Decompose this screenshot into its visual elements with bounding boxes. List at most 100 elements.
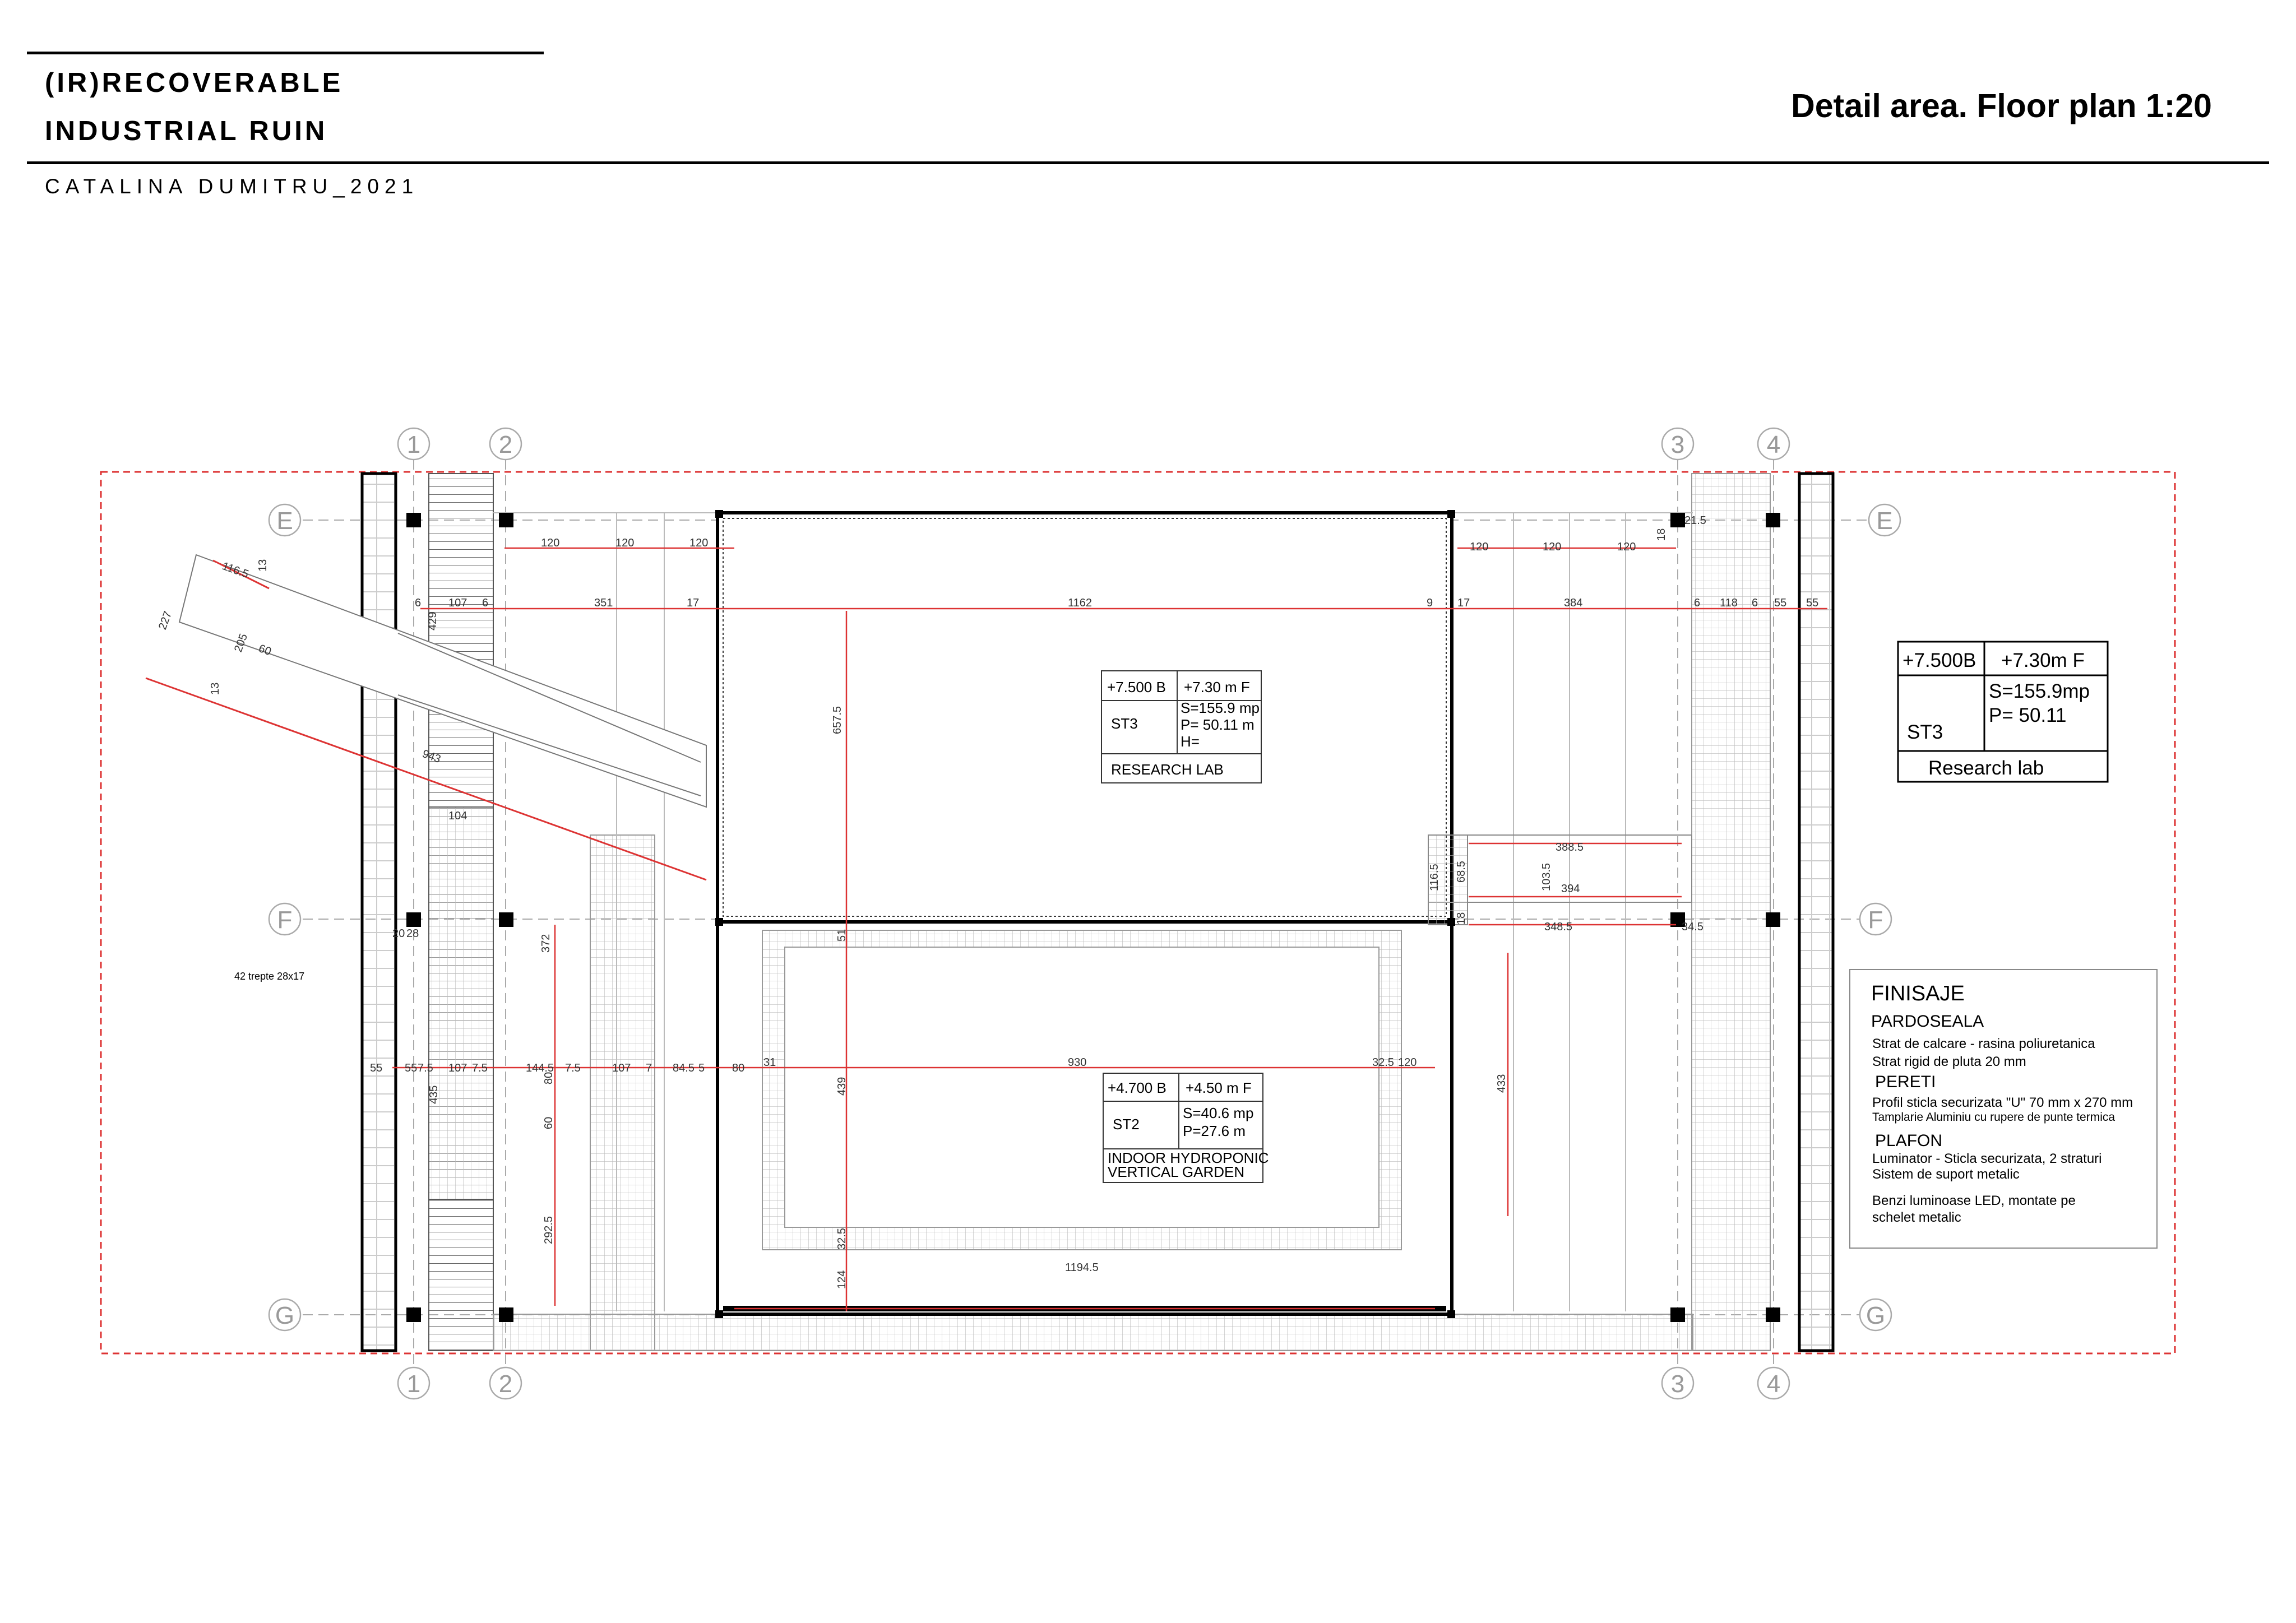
svg-text:7.5: 7.5	[418, 1062, 433, 1074]
grid-col-1-bottom: 1	[407, 1370, 420, 1398]
svg-text:60: 60	[543, 1117, 555, 1129]
research-lab-room	[716, 511, 1453, 924]
grid-col-1-top: 1	[407, 431, 420, 458]
header-main-rule	[27, 161, 2269, 164]
grid-bubbles	[268, 427, 1901, 1400]
svg-text:Strat de calcare - rasina poli: Strat de calcare - rasina poliuretanica	[1872, 1036, 2095, 1051]
svg-text:9: 9	[1427, 597, 1433, 609]
svg-text:+7.500 B: +7.500 B	[1107, 679, 1166, 695]
svg-text:1162: 1162	[1068, 597, 1092, 609]
svg-text:292.5: 292.5	[543, 1216, 555, 1244]
svg-text:Profil sticla securizata "U" 7: Profil sticla securizata "U" 70 mm x 270…	[1872, 1095, 2133, 1110]
grid-row-g-right: G	[1866, 1302, 1885, 1329]
svg-text:348.5: 348.5	[1544, 921, 1572, 933]
svg-text:32.5: 32.5	[1372, 1056, 1394, 1069]
grid-col-2-bottom: 2	[499, 1370, 512, 1398]
svg-text:1194.5: 1194.5	[1065, 1262, 1099, 1274]
svg-text:13: 13	[209, 683, 221, 695]
svg-text:28: 28	[406, 928, 419, 940]
svg-text:7.5: 7.5	[565, 1062, 581, 1074]
svg-text:429: 429	[427, 612, 439, 630]
dim-top-120-3: 120	[689, 537, 708, 549]
svg-text:6: 6	[415, 597, 421, 609]
svg-text:80: 80	[543, 1072, 555, 1084]
grid-row-f-right: F	[1868, 906, 1883, 934]
dimension-lines	[392, 547, 1827, 1311]
svg-text:Benzi luminoase LED, montate p: Benzi luminoase LED, montate pe	[1872, 1193, 2076, 1208]
stair-note: 42 trepte 28x17	[234, 971, 304, 982]
dim-top-120-1: 120	[541, 537, 559, 549]
svg-text:394: 394	[1561, 883, 1580, 895]
svg-text:7: 7	[646, 1062, 652, 1074]
svg-text:55: 55	[1774, 597, 1786, 609]
svg-text:H=: H=	[1181, 733, 1200, 750]
svg-text:124: 124	[836, 1270, 848, 1289]
svg-text:118: 118	[1720, 597, 1738, 609]
svg-text:930: 930	[1068, 1056, 1086, 1069]
grid-col-2-top: 2	[499, 431, 512, 458]
svg-text:PLAFON: PLAFON	[1875, 1132, 1942, 1150]
svg-text:S=155.9mp: S=155.9mp	[1989, 680, 2090, 702]
svg-text:107: 107	[448, 597, 467, 609]
svg-text:+7.30 m F: +7.30 m F	[1184, 679, 1250, 695]
svg-text:84.5: 84.5	[673, 1062, 695, 1074]
svg-text:51: 51	[836, 929, 848, 942]
svg-text:5: 5	[698, 1062, 705, 1074]
svg-text:439: 439	[836, 1077, 848, 1096]
svg-text:120: 120	[1398, 1056, 1417, 1069]
svg-text:INDOOR HYDROPONIC: INDOOR HYDROPONIC	[1108, 1149, 1269, 1166]
dim-top-120-5: 120	[1543, 541, 1561, 553]
svg-text:13: 13	[257, 559, 269, 572]
svg-text:227: 227	[156, 610, 174, 632]
svg-text:435: 435	[428, 1086, 440, 1104]
grid-row-e-right: E	[1876, 507, 1892, 535]
svg-text:17: 17	[1457, 597, 1470, 609]
svg-text:351: 351	[594, 597, 613, 609]
diagonal-stair	[178, 554, 707, 808]
svg-text:Luminator - Sticla securizata,: Luminator - Sticla securizata, 2 stratur…	[1872, 1151, 2102, 1166]
svg-text:PARDOSEALA: PARDOSEALA	[1871, 1012, 1984, 1031]
detail-area-boundary	[100, 471, 2176, 1355]
grid-col-3-top: 3	[1671, 431, 1684, 458]
finishes-legend: FINISAJE PARDOSEALA Strat de calcare - r…	[1849, 969, 2158, 1249]
svg-text:FINISAJE: FINISAJE	[1871, 982, 1965, 1005]
svg-text:S=40.6 mp: S=40.6 mp	[1183, 1105, 1253, 1121]
header-top-rule	[27, 52, 544, 54]
sheet-title: Detail area. Floor plan 1:20	[1791, 87, 2212, 124]
svg-text:6: 6	[482, 597, 488, 609]
author-label: CATALINA DUMITRU_2021	[45, 175, 419, 198]
svg-text:6: 6	[1752, 597, 1758, 609]
svg-text:104: 104	[448, 810, 467, 822]
svg-text:+4.50 m F: +4.50 m F	[1186, 1079, 1252, 1096]
svg-text:7.5: 7.5	[472, 1062, 488, 1074]
dim-top-120-4: 120	[1470, 541, 1488, 553]
left-wall	[360, 472, 397, 1352]
svg-text:+7.500B: +7.500B	[1902, 650, 1976, 671]
grid-row-e-left: E	[276, 507, 293, 535]
svg-text:433: 433	[1496, 1074, 1508, 1093]
svg-text:Tamplarie Aluminiu cu rupere d: Tamplarie Aluminiu cu rupere de punte te…	[1872, 1111, 2115, 1124]
svg-text:31: 31	[763, 1056, 776, 1069]
svg-text:+7.30m F: +7.30m F	[2001, 650, 2085, 671]
svg-text:107: 107	[612, 1062, 631, 1074]
svg-text:34.5: 34.5	[1682, 921, 1704, 933]
svg-text:107: 107	[448, 1062, 467, 1074]
svg-text:P= 50.11 m: P= 50.11 m	[1181, 716, 1255, 733]
svg-text:32.5: 32.5	[836, 1228, 848, 1250]
svg-text:ST3: ST3	[1111, 715, 1138, 732]
svg-text:21.5: 21.5	[1684, 514, 1706, 527]
grid-col-3-bottom: 3	[1671, 1370, 1684, 1398]
right-wall	[1798, 472, 1835, 1352]
svg-text:68.5: 68.5	[1455, 861, 1468, 883]
svg-text:18: 18	[1655, 528, 1668, 541]
svg-text:20: 20	[392, 928, 405, 940]
svg-text:388.5: 388.5	[1556, 841, 1584, 854]
svg-text:P= 50.11: P= 50.11	[1989, 704, 2067, 726]
dim-top-120-2: 120	[615, 537, 634, 549]
svg-text:Sistem de suport metalic: Sistem de suport metalic	[1872, 1167, 2020, 1182]
svg-text:6: 6	[1694, 597, 1700, 609]
legend-room-tag: +7.500B +7.30m F ST3 S=155.9mp P= 50.11 …	[1897, 641, 2109, 783]
svg-text:Research lab: Research lab	[1928, 757, 2044, 779]
svg-text:384: 384	[1564, 597, 1582, 609]
